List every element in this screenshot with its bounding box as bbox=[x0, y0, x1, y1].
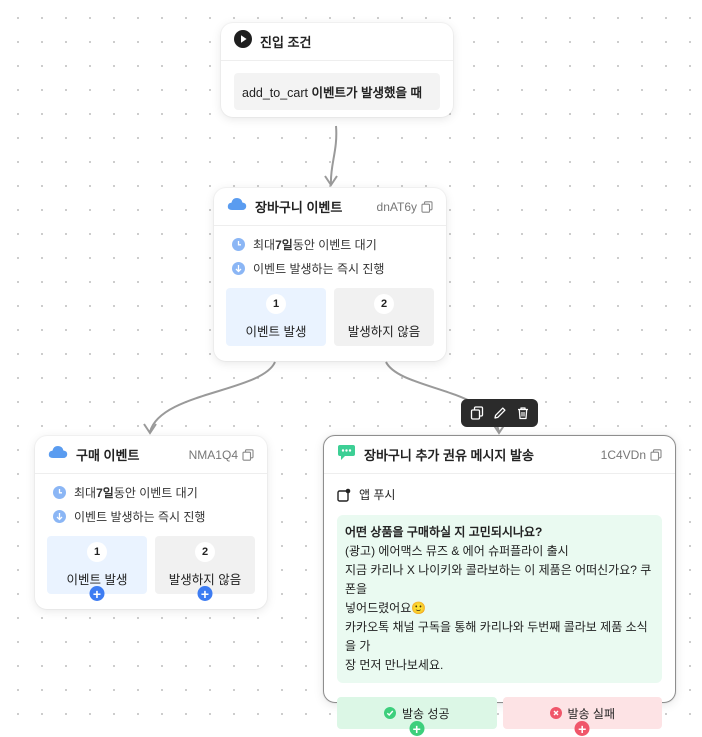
wait-days: 7일 bbox=[96, 485, 114, 500]
wait-prefix: 최대 bbox=[253, 237, 276, 252]
cart-node-id-text: dnAT6y bbox=[376, 199, 417, 214]
message-node-id-text: 1C4VDn bbox=[600, 447, 646, 462]
add-step-button[interactable]: + bbox=[197, 586, 213, 601]
app-push-icon bbox=[337, 488, 351, 502]
channel-row: 앱 푸시 bbox=[324, 474, 675, 503]
wait-suffix: 동안 이벤트 대기 bbox=[292, 237, 377, 252]
proceed-row: 이벤트 발생하는 즉시 진행 bbox=[214, 256, 446, 280]
cart-node-header: 장바구니 이벤트 dnAT6y bbox=[214, 188, 446, 226]
check-circle-icon bbox=[384, 707, 396, 719]
chat-bubble-icon bbox=[337, 444, 356, 466]
cloud-icon bbox=[227, 197, 247, 216]
entry-condition-box: add_to_cart 이벤트가 발생했을 때 bbox=[234, 73, 440, 110]
purchase-options: 1 이벤트 발생 + 2 발생하지 않음 + bbox=[35, 536, 267, 601]
play-icon bbox=[234, 30, 252, 53]
purchase-node-id-text: NMA1Q4 bbox=[188, 447, 238, 462]
option-number: 2 bbox=[374, 294, 394, 314]
clock-icon bbox=[53, 485, 66, 499]
entry-node-header: 진입 조건 bbox=[221, 23, 453, 61]
proceed-text: 이벤트 발생하는 즉시 진행 bbox=[74, 509, 206, 524]
cart-options: 1 이벤트 발생 2 발생하지 않음 bbox=[214, 288, 446, 346]
option-number: 2 bbox=[195, 542, 215, 562]
cart-node-id[interactable]: dnAT6y bbox=[377, 200, 433, 214]
fail-label: 발송 실패 bbox=[567, 706, 616, 721]
success-label: 발송 성공 bbox=[402, 706, 450, 721]
wait-suffix: 동안 이벤트 대기 bbox=[113, 485, 198, 500]
message-line: 카카오톡 채널 구독을 통해 카리나와 두번째 콜라보 제품 소식을 가 bbox=[345, 620, 648, 653]
entry-condition-node[interactable]: 진입 조건 add_to_cart 이벤트가 발생했을 때 bbox=[221, 23, 453, 117]
node-toolbar bbox=[461, 399, 538, 427]
arrow-down-circle-icon bbox=[232, 261, 245, 275]
option-not-occurred[interactable]: 2 발생하지 않음 bbox=[334, 288, 434, 346]
message-node-header: 장바구니 추가 권유 메시지 발송 1C4VDn bbox=[324, 436, 675, 474]
wait-duration-row: 최대 7일 동안 이벤트 대기 bbox=[214, 232, 446, 256]
send-fail-branch[interactable]: 발송 실패 + bbox=[502, 697, 662, 736]
clock-icon bbox=[232, 237, 245, 251]
proceed-text: 이벤트 발생하는 즉시 진행 bbox=[253, 261, 385, 276]
message-line: 어떤 상품을 구매하실 지 고민되시나요? bbox=[345, 525, 543, 539]
purchase-node-header: 구매 이벤트 NMA1Q4 bbox=[35, 436, 267, 474]
copy-id-icon[interactable] bbox=[650, 448, 662, 461]
x-circle-icon bbox=[549, 707, 562, 719]
proceed-row: 이벤트 발생하는 즉시 진행 bbox=[35, 504, 267, 528]
cart-event-node[interactable]: 장바구니 이벤트 dnAT6y 최대 7일 동안 이벤트 대기 이벤트 발생하는… bbox=[214, 188, 446, 361]
wait-duration-row: 최대 7일 동안 이벤트 대기 bbox=[35, 480, 267, 504]
option-number: 1 bbox=[87, 542, 107, 562]
option-label: 발생하지 않음 bbox=[168, 573, 242, 587]
arrow-down-circle-icon bbox=[53, 509, 66, 523]
edit-icon[interactable] bbox=[493, 406, 507, 420]
message-node-title: 장바구니 추가 권유 메시지 발송 bbox=[364, 448, 534, 463]
option-label: 이벤트 발생 bbox=[66, 573, 128, 587]
channel-label: 앱 푸시 bbox=[359, 488, 396, 502]
option-number: 1 bbox=[266, 294, 286, 314]
option-label: 발생하지 않음 bbox=[347, 325, 421, 339]
entry-node-title: 진입 조건 bbox=[260, 35, 312, 50]
copy-icon[interactable] bbox=[470, 406, 484, 420]
send-results: 발송 성공 + 발송 실패 + bbox=[324, 697, 675, 736]
wait-prefix: 최대 bbox=[74, 485, 97, 500]
purchase-event-node[interactable]: 구매 이벤트 NMA1Q4 최대 7일 동안 이벤트 대기 이벤트 발생하는 즉… bbox=[35, 436, 267, 609]
copy-id-icon[interactable] bbox=[421, 200, 433, 213]
message-line: 넣어드렸어요🙂 bbox=[345, 601, 427, 615]
trash-icon[interactable] bbox=[516, 406, 530, 420]
cart-node-title: 장바구니 이벤트 bbox=[255, 200, 343, 215]
message-line: 장 먼저 만나보세요. bbox=[345, 658, 444, 672]
message-node-id[interactable]: 1C4VDn bbox=[601, 448, 662, 462]
message-line: (광고) 에어맥스 뮤즈 & 에어 슈퍼플라이 출시 bbox=[345, 544, 569, 558]
add-step-button[interactable]: + bbox=[89, 586, 105, 601]
condition-event-name: add_to_cart bbox=[242, 86, 309, 100]
message-preview: 어떤 상품을 구매하실 지 고민되시나요? (광고) 에어맥스 뮤즈 & 에어 … bbox=[337, 515, 662, 683]
wait-days: 7일 bbox=[275, 237, 293, 252]
purchase-node-title: 구매 이벤트 bbox=[76, 448, 140, 463]
cloud-icon bbox=[48, 445, 68, 464]
condition-suffix: 이벤트가 발생했을 때 bbox=[308, 86, 422, 100]
option-event-occurred[interactable]: 1 이벤트 발생 + bbox=[47, 536, 147, 601]
purchase-node-id[interactable]: NMA1Q4 bbox=[189, 448, 254, 462]
option-not-occurred[interactable]: 2 발생하지 않음 + bbox=[155, 536, 255, 601]
send-success-branch[interactable]: 발송 성공 + bbox=[337, 697, 497, 736]
option-label: 이벤트 발생 bbox=[245, 325, 307, 339]
message-line: 지금 카리나 X 나이키와 콜라보하는 이 제품은 어떠신가요? 쿠폰을 bbox=[345, 563, 652, 596]
copy-id-icon[interactable] bbox=[242, 448, 254, 461]
message-send-node[interactable]: 장바구니 추가 권유 메시지 발송 1C4VDn 앱 푸시 어떤 상품을 구매하… bbox=[323, 435, 676, 736]
option-event-occurred[interactable]: 1 이벤트 발생 bbox=[226, 288, 326, 346]
